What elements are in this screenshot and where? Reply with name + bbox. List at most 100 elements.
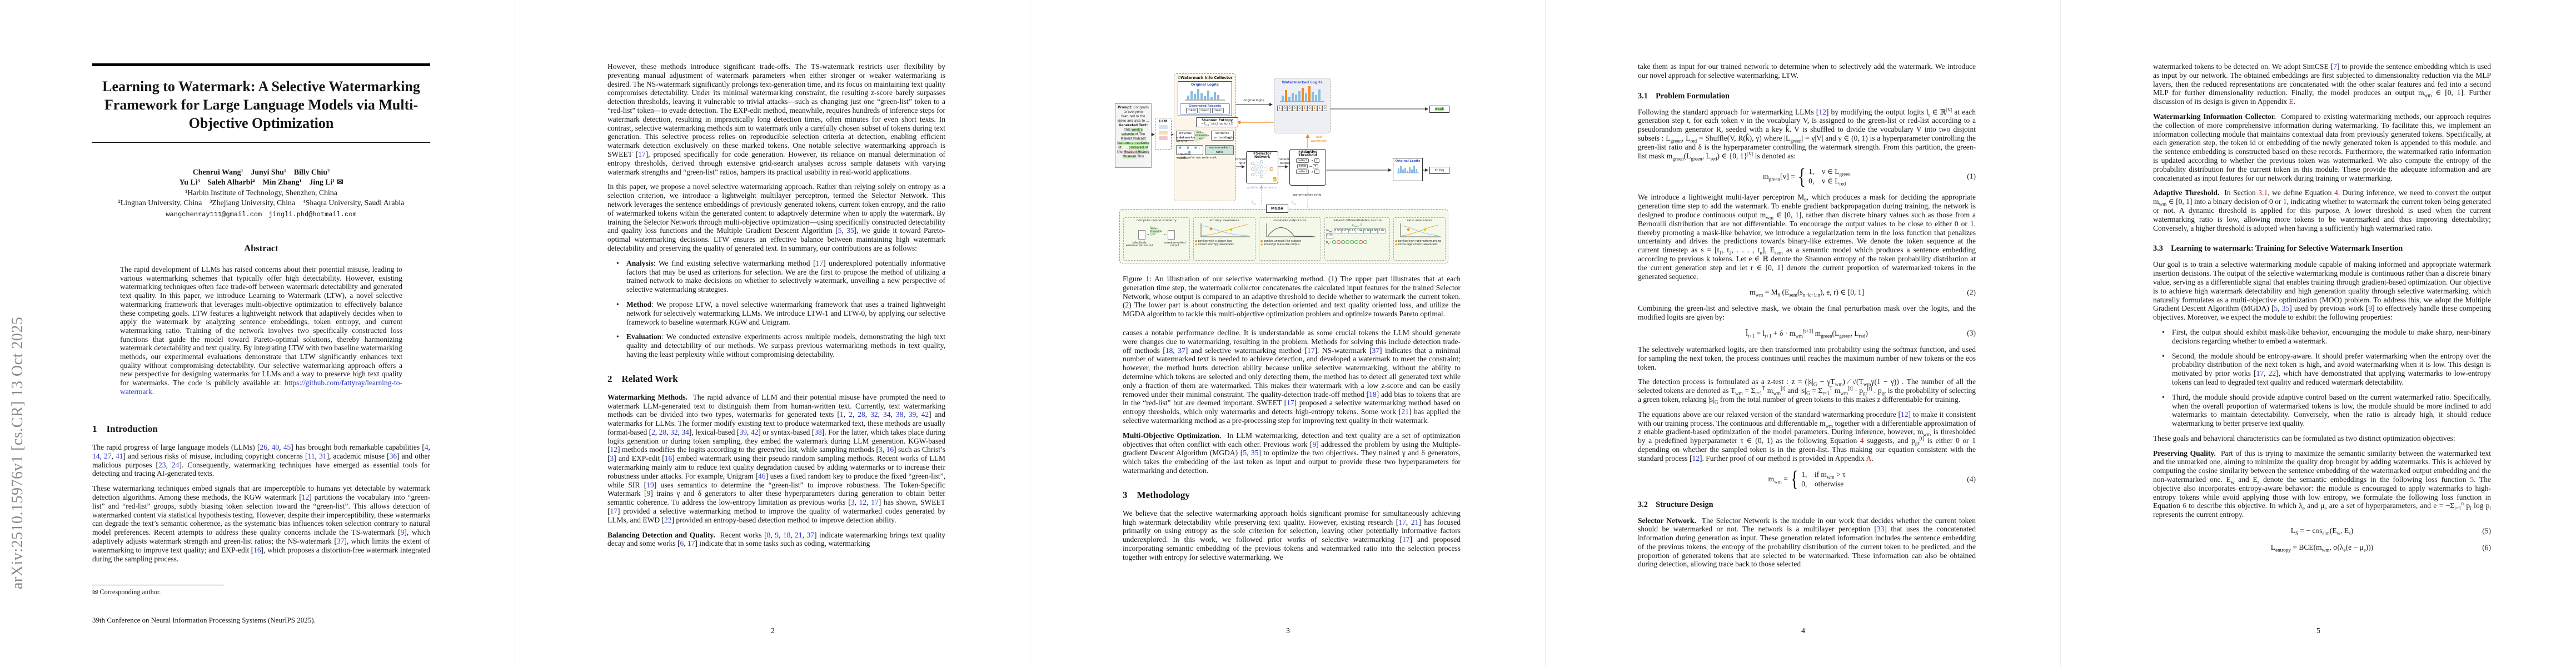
ratio-awareness-panel: ratio awareness watermarked ratio ● penl… xyxy=(1393,217,1446,261)
ratio-plot-icon: watermarked ratio xyxy=(1400,223,1441,242)
bullet-text: : We propose LTW, a novel selective wate… xyxy=(626,300,945,326)
generated-text-label: Generated Text: xyxy=(1118,124,1148,127)
bullet-evaluation: Evaluation: We conducted extensive exper… xyxy=(607,332,945,359)
equation-lhs: mgreen[v] = xyxy=(1763,172,1795,182)
selector-network-title: ②Selector Network xyxy=(1253,152,1272,159)
section-heading-related-work: 2 Related Work xyxy=(607,373,678,384)
paragraph: Watermarking Methods. The rapid advance … xyxy=(607,393,945,525)
equation-number: (3) xyxy=(1967,328,1976,337)
paragraph: The selectively watermarked logits, are … xyxy=(1638,345,1976,371)
paragraph: The detection process is formulated as a… xyxy=(1638,377,1976,405)
paragraph-text: The rapid advance of LLM and their poten… xyxy=(607,392,946,524)
mgda-box: MGDA xyxy=(1266,205,1288,213)
paragraph: In this paper, we propose a novel select… xyxy=(607,182,946,252)
label-previous-tokens: previous tokens xyxy=(1178,153,1191,160)
paragraph: We introduce a lightweight multi-layer p… xyxy=(1638,193,1976,281)
flame-icon xyxy=(1273,177,1277,182)
paragraph: However, these methods introduce signifi… xyxy=(607,62,945,176)
ratio-row: ● , ● , ● , ● watermarked ratio xyxy=(1176,145,1234,155)
cosine-panel-title: compute cosine similarity xyxy=(1137,219,1177,222)
paragraph: causes a notable performance decline. It… xyxy=(1123,328,1461,425)
pgr-donuts xyxy=(1332,240,1367,244)
paragraph: Watermarking Information Collector. Comp… xyxy=(2153,112,2491,182)
legend-penalize-bigger-loss: penlize with a bigger loss xyxy=(1198,240,1232,243)
tau-chip: τ xyxy=(1314,170,1319,174)
watermark-info-collector: ①Watermark Info Collector Original Logit… xyxy=(1174,73,1238,201)
code-link[interactable]: https://github.com/fattyray/learning-to-… xyxy=(120,379,402,396)
ratio-panel-title: ratio awareness xyxy=(1407,219,1432,222)
neurips-rule-bar xyxy=(92,63,430,66)
paragraph: We believe that the selective watermarki… xyxy=(1123,509,1461,561)
page-2: However, these methods introduce signifi… xyxy=(515,0,1030,667)
equation-5: LS = − cossim(Ew, Es)(5) xyxy=(2153,526,2491,536)
entropy-plot-icon: entropy xyxy=(1200,223,1250,242)
label-update-parameters: update parameters xyxy=(1247,186,1277,190)
equation-3: l̃t+1 = lt+1 + δ · mwm[t+1] mgreen(Lgree… xyxy=(1638,328,1976,339)
paragraph: These goals and behavioral characteristi… xyxy=(2153,434,2455,442)
bullet-text: : We conducted extensive experiments acr… xyxy=(626,332,945,359)
paragraph: Balancing Detection and Quality. Recent … xyxy=(607,531,945,549)
paragraph-text: In LLM watermarking, detection and text … xyxy=(1123,431,1461,475)
paragraph: Our goal is to train a selective waterma… xyxy=(2153,260,2491,322)
paper-title: Learning to Watermark: A Selective Water… xyxy=(102,78,420,131)
token-chip: token xyxy=(1199,108,1211,113)
abstract-body: The rapid development of LLMs has raised… xyxy=(120,265,402,387)
neural-network-icon xyxy=(1251,160,1274,178)
label-quality-loss: LQ xyxy=(1252,200,1256,206)
document-icon xyxy=(1167,230,1175,240)
runin-heading: Watermarking Methods. xyxy=(607,392,687,401)
thing-token-chip: thing xyxy=(1429,167,1449,174)
bullet-analysis: Analysis: We find existing selective wat… xyxy=(607,259,945,294)
paragraph: watermarked tokens to be detected on. We… xyxy=(2153,62,2491,106)
abstract-heading: Abstract xyxy=(244,243,278,253)
adaptive-threshold-title: ③Adaptive Threshold xyxy=(1298,151,1318,157)
page-number: 4 xyxy=(1801,627,1805,635)
records-strip: ● , ● , ● , ● xyxy=(1176,145,1204,155)
legend-correct-entropy-awareness: correct entropy awareness xyxy=(1198,243,1234,246)
period: . xyxy=(152,387,155,396)
paragraph-text: Recent works [8, 9, 18, 21, 37] indicate… xyxy=(607,530,946,548)
watermarked-logits-title: Watermarked Logits xyxy=(1282,80,1323,84)
page-number: 2 xyxy=(771,627,775,635)
zscore-panel-title: relaxed diffenentialable z-score xyxy=(1333,219,1382,222)
token-chip: token xyxy=(1212,108,1224,113)
paragraph: Preserving Quality. Part of this is tryi… xyxy=(2153,449,2491,519)
legend-penalize-high-ratio: penlize high-ratio watermarking xyxy=(1398,240,1441,243)
label-network-output: network output xyxy=(1278,158,1292,165)
subsection-heading-problem-formulation: 3.1 Problem Formulation xyxy=(1638,91,1730,101)
paragraph-text: In Section 3.1, we define Equation 4. Du… xyxy=(2153,188,2491,232)
original-logits-title: Original Logits xyxy=(1395,160,1421,163)
runin-heading: Selector Network. xyxy=(1638,516,1696,525)
title-rule xyxy=(92,142,430,143)
paragraph-text: Part of this is trying to maximize the s… xyxy=(2153,449,2492,519)
equation-body: LS = − cossim(Ew, Es) xyxy=(2290,526,2354,536)
page-3: Prompt: Congrads to everyone featured in… xyxy=(1030,0,1546,667)
paragraph: take them as input for our trained netwo… xyxy=(1638,62,1976,79)
equation-body: l̃t+1 = lt+1 + δ · mwm[t+1] mgreen(Lgree… xyxy=(1746,328,1868,339)
shannon-entropy-box: Shannon Entropy −Σi=1n p(xi) log (p(xi)) xyxy=(1196,117,1238,127)
entropy-axis-label: entropy xyxy=(1217,238,1227,239)
ratio-chip: ratio xyxy=(1297,164,1308,168)
label-watermarked-records: watermarked records xyxy=(1176,136,1197,143)
equation-2: mwm = Mθ (Esem(sn−k+1:n), e, r) ∈ [0, 1]… xyxy=(1638,287,1976,297)
bullet-text: : We find existing selective watermarkin… xyxy=(626,258,945,294)
equation-body: mwm = Mθ (Esem(sn−k+1:n), e, r) ∈ [0, 1] xyxy=(1750,288,1864,298)
equation-lhs: mwm = xyxy=(1768,475,1788,485)
label-watermarked-ratio: watermarked ratio xyxy=(1293,193,1322,197)
author-line: Chenrui Wang¹ Junyi Shu¹ Billy Chiu² xyxy=(192,167,330,176)
label-selectively-watermarked-output: selectively watermarked output xyxy=(1125,242,1153,247)
original-logits-box: Original Logits Generated Records token … xyxy=(1178,81,1232,116)
label-detection-loss: LD xyxy=(1292,200,1296,206)
thing-token: thing xyxy=(1434,168,1444,172)
page-5: watermarked tokens to be detected on. We… xyxy=(2061,0,2576,667)
original-logits-small-box: Original Logits xyxy=(1393,158,1423,181)
bullet-label: Method xyxy=(626,300,651,308)
paragraph: Multi-Objective Optimization. In LLM wat… xyxy=(1123,431,1461,475)
subsection-heading-structure-design: 3.2 Structure Design xyxy=(1638,500,1713,509)
logits-bar-chart-icon xyxy=(1185,89,1225,101)
embedding-row: previous tokens Sentence Embedding Model… xyxy=(1176,129,1234,142)
label-unwatermarked-output: unwatermarked output xyxy=(1164,242,1185,247)
